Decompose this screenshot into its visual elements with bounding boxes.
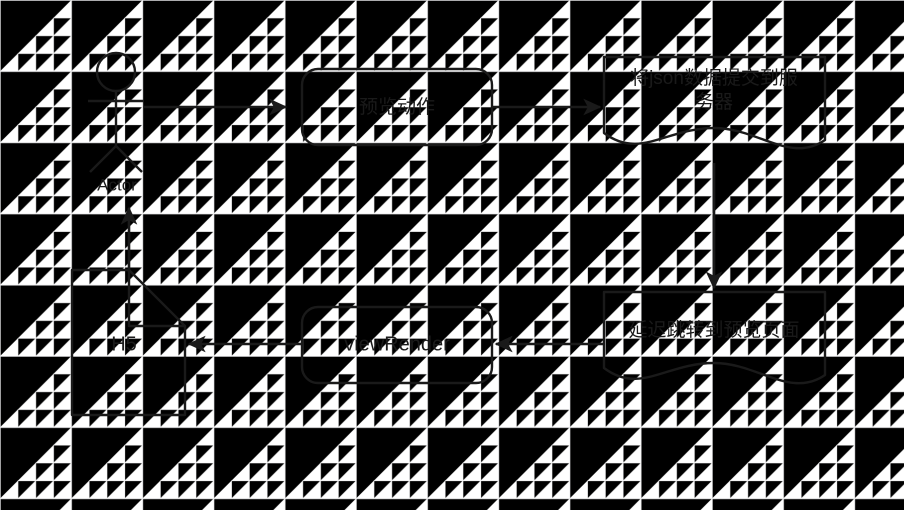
node-h5-page-shape (70, 268, 187, 417)
node-submit-json-label-line2: 务器 (695, 91, 733, 113)
node-view-render-box (300, 305, 494, 385)
node-preview-action-box (300, 67, 494, 147)
node-h5-page-fold-icon (127, 270, 185, 328)
connectors-layer (120, 98, 723, 353)
actor-leg-left-icon (89, 145, 117, 173)
node-delayed-redirect-shape (602, 290, 827, 385)
node-submit-json[interactable]: 将json数据提交到服 务器 (602, 55, 827, 150)
node-delayed-redirect[interactable]: 延迟跳转到预览页面 (602, 290, 827, 385)
actor-leg-right-icon (115, 145, 143, 173)
node-actor-label: Actor (97, 175, 137, 194)
node-view-render[interactable]: viewRender (300, 305, 494, 385)
node-submit-json-label-line1: 将json数据提交到服 (630, 67, 798, 89)
node-preview-action[interactable]: 预览动作 (300, 67, 494, 147)
node-delayed-redirect-label: 延迟跳转到预览页面 (628, 319, 799, 341)
node-view-render-label: viewRender (344, 333, 450, 355)
node-h5-page[interactable]: H5 (70, 268, 187, 417)
node-submit-json-shape (602, 55, 827, 150)
node-h5-page-label: H5 (111, 333, 137, 355)
node-preview-action-label: 预览动作 (359, 96, 435, 118)
node-actor[interactable]: Actor (88, 51, 144, 194)
